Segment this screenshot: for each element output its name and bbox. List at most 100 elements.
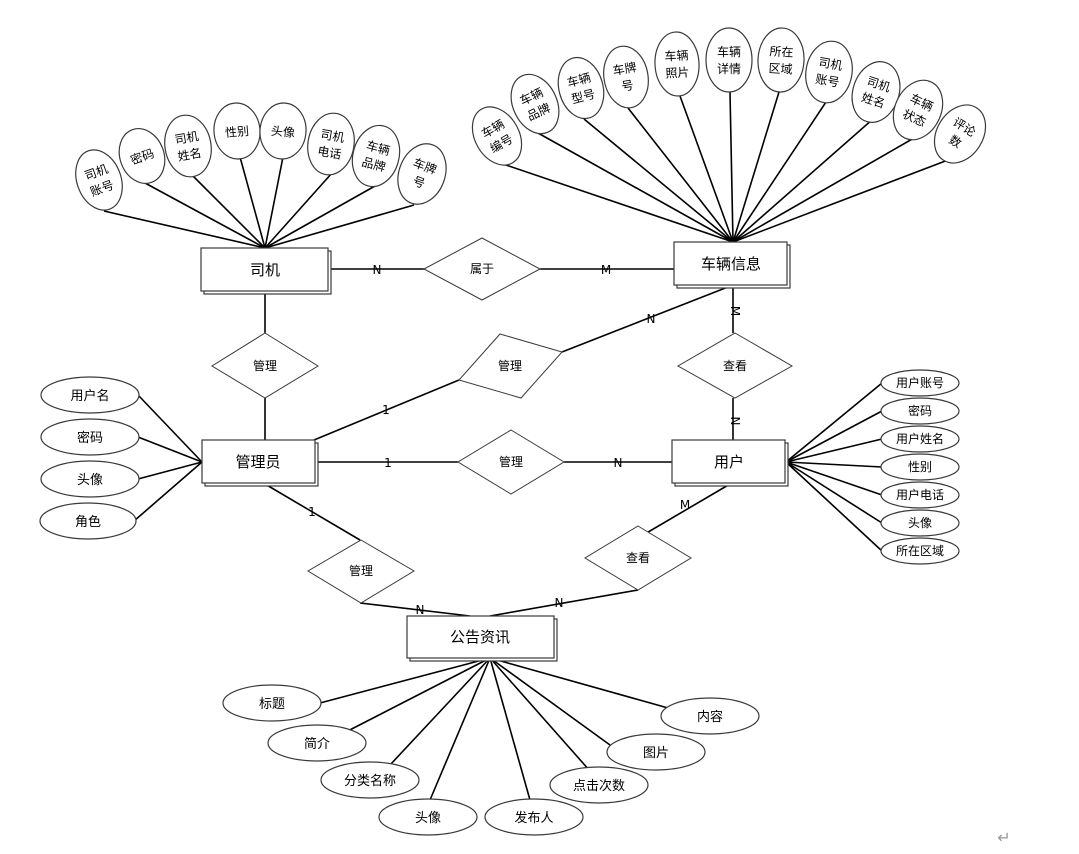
user-attr-7-label: 所在区域 [896, 544, 944, 558]
admin-attr-4-label: 角色 [75, 514, 101, 530]
driver-attribute: 性别 [213, 102, 261, 160]
edge-admin2-admin [313, 379, 460, 441]
notice-attribute: 头像 [378, 798, 478, 836]
admin-attribute: 密码 [40, 418, 140, 456]
edge-driver-attr-7 [264, 185, 376, 249]
entity-admin: 管理员 [201, 439, 319, 487]
edge-vehicle-admin2 [561, 284, 734, 353]
edge-user-attr-5 [785, 461, 883, 496]
edge-user-attr-3 [785, 438, 883, 463]
entity-notice-label: 公告资讯 [450, 628, 510, 646]
edge-viewnotice-notice [489, 589, 639, 617]
vehicle-attribute: 车牌 号 [603, 45, 649, 109]
edge-vehicle-attr-4 [627, 107, 734, 243]
driver-attr-8-line2: 号 [411, 174, 427, 191]
user-attr-3-label: 用户姓名 [896, 431, 944, 446]
edge-driver-attr-8 [264, 204, 415, 249]
edge-user-attr-4 [785, 461, 883, 468]
driver-attr-7-line2: 品牌 [360, 155, 387, 175]
vehicle-attr-9-line2: 姓名 [860, 89, 887, 111]
driver-attr-3-line2: 姓名 [176, 145, 202, 164]
vehicle-attr-4-line1: 车牌 [611, 59, 637, 78]
vehicle-attribute: 车辆 详情 [705, 27, 753, 93]
edge-notice-attr-5 [489, 657, 531, 801]
edge-vehicle-attr-11 [732, 159, 949, 243]
driver-attr-5-line1: 头像 [270, 124, 295, 140]
card-user-viewnotice: M [680, 498, 690, 512]
edges [103, 91, 949, 801]
notice-attribute: 发布人 [484, 798, 584, 836]
notice-attr-8-label: 内容 [697, 709, 723, 725]
rel-user-vehicle: 查看 [676, 332, 794, 399]
vehicle-attr-8-line1: 司机 [817, 55, 843, 73]
user-attr-6-label: 头像 [908, 516, 932, 530]
rel-user-notice: 查看 [584, 525, 692, 591]
vehicle-attr-3-line1: 车辆 [565, 69, 592, 90]
user-attribute: 头像 [880, 509, 960, 537]
card-noticerel-notice: N [416, 603, 425, 617]
rel-admin-driver: 管理 [211, 332, 319, 399]
vehicle-attr-4-line2: 号 [620, 78, 634, 94]
edge-driver-attr-2 [144, 182, 266, 249]
edge-admin-attr-2 [137, 436, 203, 463]
edge-vehicle-attr-3 [583, 118, 734, 243]
card-vehicle-adminrel: N [647, 312, 656, 326]
rel-belongs-label: 属于 [470, 262, 494, 276]
card-vehicle-view: M [728, 306, 742, 316]
vehicle-attr-8-line2: 账号 [814, 72, 840, 90]
vehicle-attr-7-line2: 区域 [768, 61, 793, 76]
edge-driver-attr-3 [189, 172, 266, 249]
rel-user-notice-label: 查看 [626, 551, 650, 565]
user-attribute: 密码 [880, 397, 960, 425]
driver-attribute: 头像 [259, 102, 307, 160]
notice-attribute: 内容 [660, 697, 760, 735]
admin-attr-1-label: 用户名 [70, 388, 109, 404]
admin-attr-2-label: 密码 [77, 430, 103, 446]
vehicle-attr-5-line2: 照片 [665, 65, 690, 80]
vehicle-attr-5-line1: 车辆 [664, 47, 689, 63]
edge-admin-attr-1 [137, 394, 203, 463]
card-driver-belongs: N [373, 263, 382, 277]
driver-attr-4-line1: 性别 [225, 124, 250, 140]
driver-attribute: 司机 姓名 [164, 114, 212, 178]
notice-attribute: 分类名称 [320, 761, 420, 799]
user-attribute: 用户电话 [880, 481, 960, 509]
edge-vehicle-attr-9 [732, 118, 874, 243]
user-attr-1-label: 用户账号 [896, 375, 944, 390]
card-user-view: N [728, 417, 742, 426]
vehicle-attr-6-line2: 详情 [717, 61, 741, 76]
entity-notice: 公告资讯 [406, 615, 558, 662]
vehicle-attribute: 所在 区域 [757, 27, 805, 93]
edge-user-attr-7 [785, 461, 883, 552]
card-admin-adminrel: 1 [382, 403, 390, 417]
notice-attribute: 标题 [222, 684, 322, 722]
edge-user-viewnotice [637, 483, 731, 539]
vehicle-attribute: 车辆 品牌 [510, 73, 560, 135]
card-admin-user-right: N [614, 456, 623, 470]
vehicle-attr-6-line1: 车辆 [717, 44, 741, 59]
edge-vehicle-attr-10 [732, 137, 915, 243]
edge-notice-attr-2 [339, 657, 491, 736]
card-admin-user-left: 1 [384, 456, 392, 470]
edge-vehicle-attr-2 [537, 132, 734, 243]
notice-attr-2-label: 简介 [304, 736, 330, 752]
notice-attr-1-label: 标题 [259, 697, 285, 712]
user-attr-5-label: 用户电话 [896, 487, 944, 502]
user-attribute: 用户姓名 [880, 425, 960, 453]
vehicle-attr-7-line1: 所在 [769, 44, 794, 59]
vehicle-attribute: 车辆 照片 [654, 31, 700, 97]
driver-attr-3-line1: 司机 [174, 129, 200, 147]
entity-driver: 司机 [200, 247, 332, 295]
user-attr-2-label: 密码 [908, 403, 932, 418]
edge-driver-attr-5 [264, 156, 284, 249]
card-viewnotice-notice: N [555, 596, 564, 610]
vehicle-attr-3-line2: 型号 [570, 87, 597, 107]
entity-user: 用户 [671, 439, 789, 487]
rel-admin-driver-label: 管理 [253, 358, 277, 373]
edge-driver-attr-1 [103, 210, 266, 249]
driver-attribute: 密码 [118, 128, 166, 184]
entity-vehicle-label: 车辆信息 [701, 255, 761, 273]
card-belongs-vehicle: M [601, 263, 611, 277]
admin-attribute: 头像 [40, 460, 140, 498]
